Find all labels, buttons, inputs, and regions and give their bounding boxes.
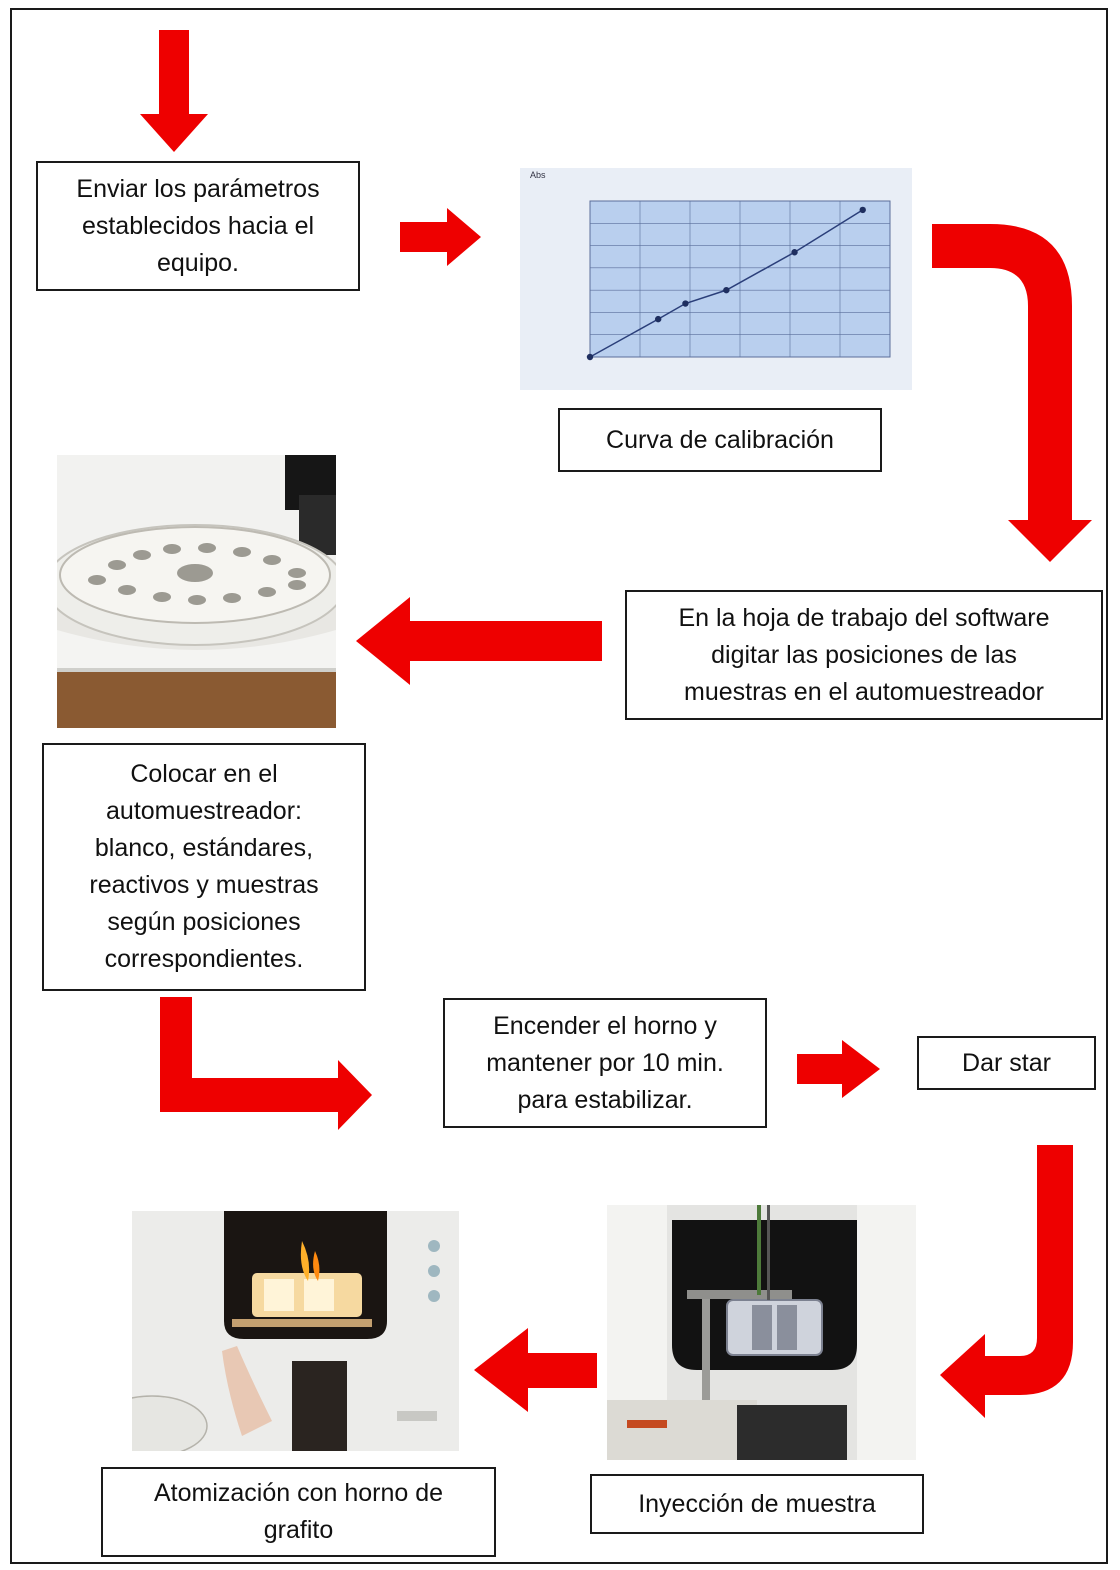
injection-caption: Inyección de muestra — [590, 1474, 924, 1534]
calibration-point — [723, 286, 730, 294]
injection-photo — [607, 1205, 916, 1460]
calibration-line — [589, 209, 864, 358]
step-place-samples: Colocar en el automuestreador: blanco, e… — [42, 743, 366, 991]
calibration-point — [586, 353, 594, 361]
calibration-point — [859, 206, 866, 214]
step-oven-on: Encender el horno y mantener por 10 min.… — [443, 998, 767, 1128]
svg-text:Abs: Abs — [530, 170, 546, 180]
autosampler-photo — [57, 455, 336, 728]
step-worksheet: En la hoja de trabajo del software digit… — [625, 590, 1103, 720]
calibration-chart-svg: Abs — [520, 168, 912, 390]
calibration-point — [791, 249, 798, 256]
step-send-parameters: Enviar los parámetros establecidos hacia… — [36, 161, 360, 291]
atomization-photo — [132, 1211, 459, 1451]
atomization-caption: Atomización con horno de grafito — [101, 1467, 496, 1557]
step-start: Dar star — [917, 1036, 1096, 1090]
calibration-point — [682, 300, 689, 307]
calibration-point — [654, 315, 662, 323]
calibration-caption: Curva de calibración — [558, 408, 882, 472]
diagram-frame — [10, 8, 1108, 1564]
calibration-chart: Abs — [520, 168, 912, 390]
